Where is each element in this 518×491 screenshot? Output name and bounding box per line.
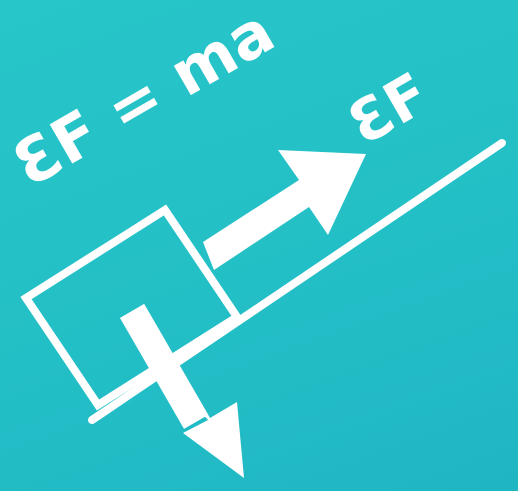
equation-label: ƐF = ma: [1, 0, 286, 201]
block-square: [20, 204, 243, 411]
applied-force-arrow: [203, 150, 366, 270]
force-label: ƐF: [337, 59, 440, 158]
weight-arrow-shaft: [120, 304, 209, 429]
